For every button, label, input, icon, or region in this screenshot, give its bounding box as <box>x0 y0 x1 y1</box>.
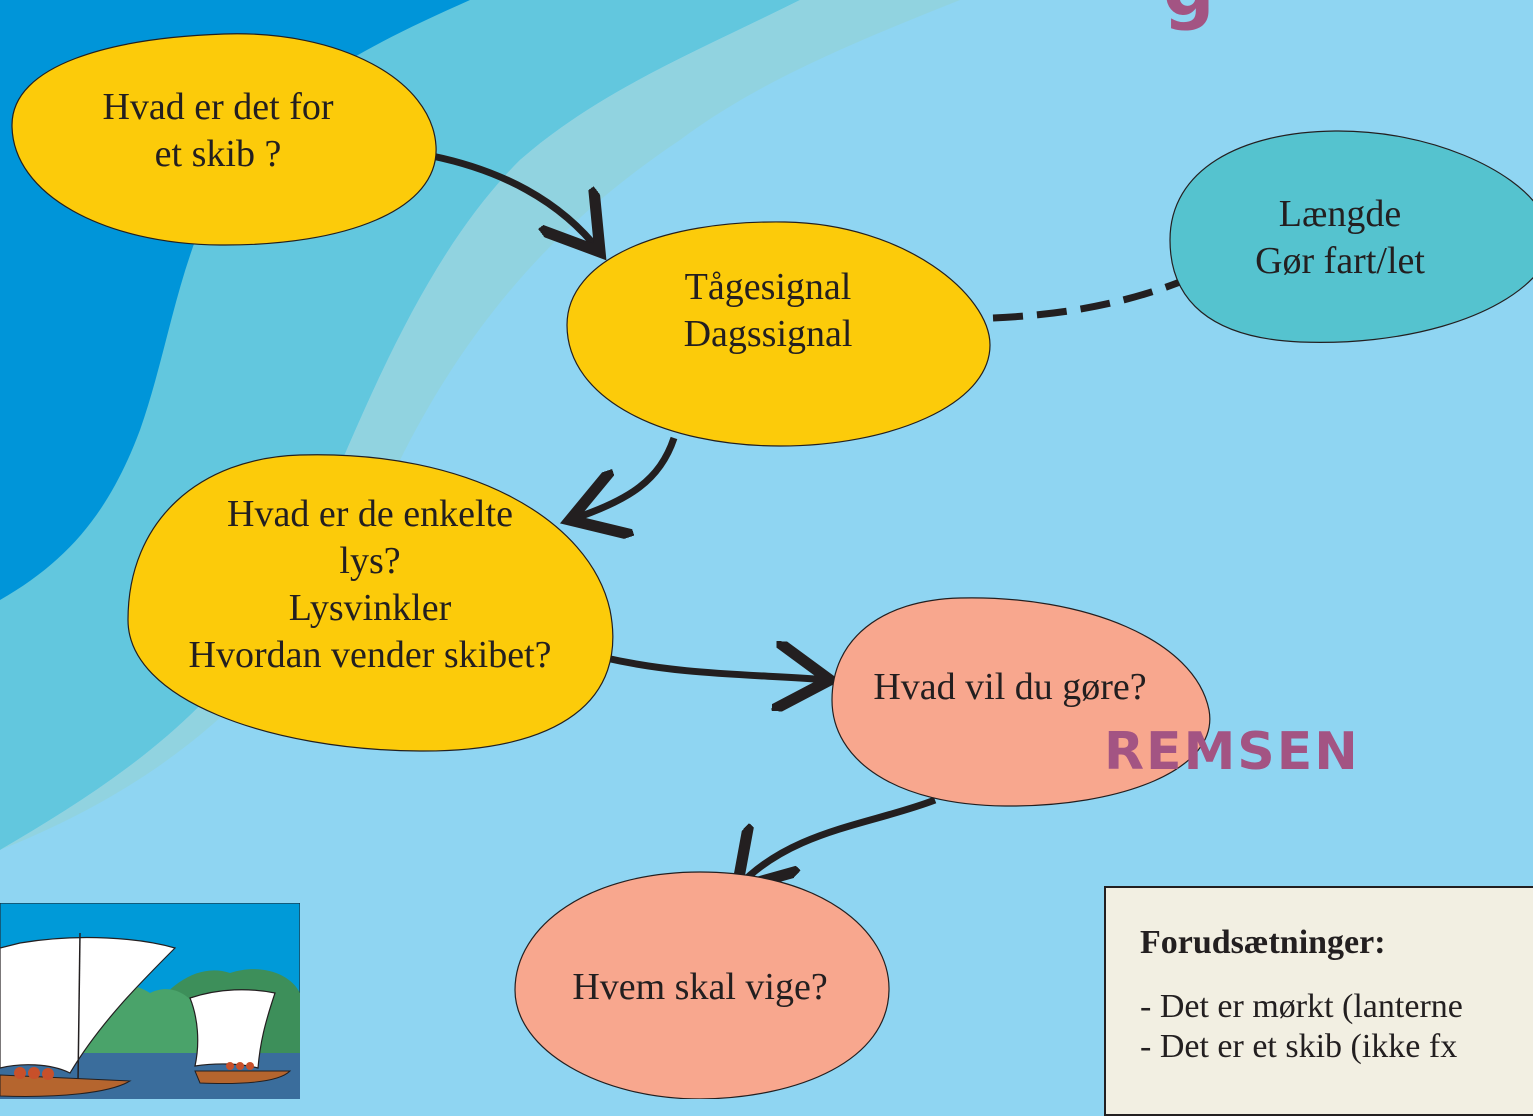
node-line: et skib ? <box>154 133 282 175</box>
node-ship-type <box>11 33 437 246</box>
arrow-action-to-give-way <box>737 796 937 888</box>
node-signals-text: Tågesignal Dagssignal <box>568 264 968 358</box>
node-line: Gør fart/let <box>1255 240 1425 282</box>
node-line: Hvem skal vige? <box>572 966 828 1008</box>
node-line: Lysvinkler <box>288 587 452 629</box>
assumptions-heading: Forudsætninger: <box>1140 924 1386 961</box>
arrow-lights-to-action <box>605 658 830 680</box>
arrow-ship-type-to-signals <box>431 152 600 252</box>
node-length-speed <box>1169 130 1533 343</box>
node-line: Hvad er det for <box>102 86 334 128</box>
node-line: Hvad vil du gøre? <box>873 666 1147 708</box>
node-line: Længde <box>1278 193 1402 235</box>
node-line: Dagssignal <box>683 313 853 355</box>
node-give-way-text: Hvem skal vige? <box>530 964 870 1011</box>
assumption-item: - Det er mørkt (lanterne <box>1140 988 1463 1025</box>
node-line: Tågesignal <box>684 266 852 308</box>
assumption-item: - Det er et skib (ikke fx <box>1140 1028 1458 1065</box>
node-action-text: Hvad vil du gøre? <box>840 664 1180 711</box>
page-title-fragment: g <box>1163 0 1215 26</box>
node-lights <box>127 454 614 752</box>
remsen-label: REMSEN <box>1104 722 1360 782</box>
node-line: lys? <box>339 540 401 582</box>
node-lights-text: Hvad er de enkelte lys? Lysvinkler Hvord… <box>150 491 590 679</box>
dashed-link-signals-to-length <box>992 278 1182 322</box>
node-action <box>831 597 1211 807</box>
node-ship-type-text: Hvad er det for et skib ? <box>18 84 418 178</box>
node-length-speed-text: Længde Gør fart/let <box>1190 191 1490 285</box>
node-line: Hvad er de enkelte <box>227 493 513 535</box>
ships-illustration <box>0 903 300 1099</box>
arrow-signals-to-lights <box>570 436 678 520</box>
node-give-way <box>514 871 890 1099</box>
node-signals <box>566 221 991 447</box>
assumptions-box: Forudsætninger: - Det er mørkt (lanterne… <box>1104 886 1533 1116</box>
node-line: Hvordan vender skibet? <box>188 634 552 676</box>
